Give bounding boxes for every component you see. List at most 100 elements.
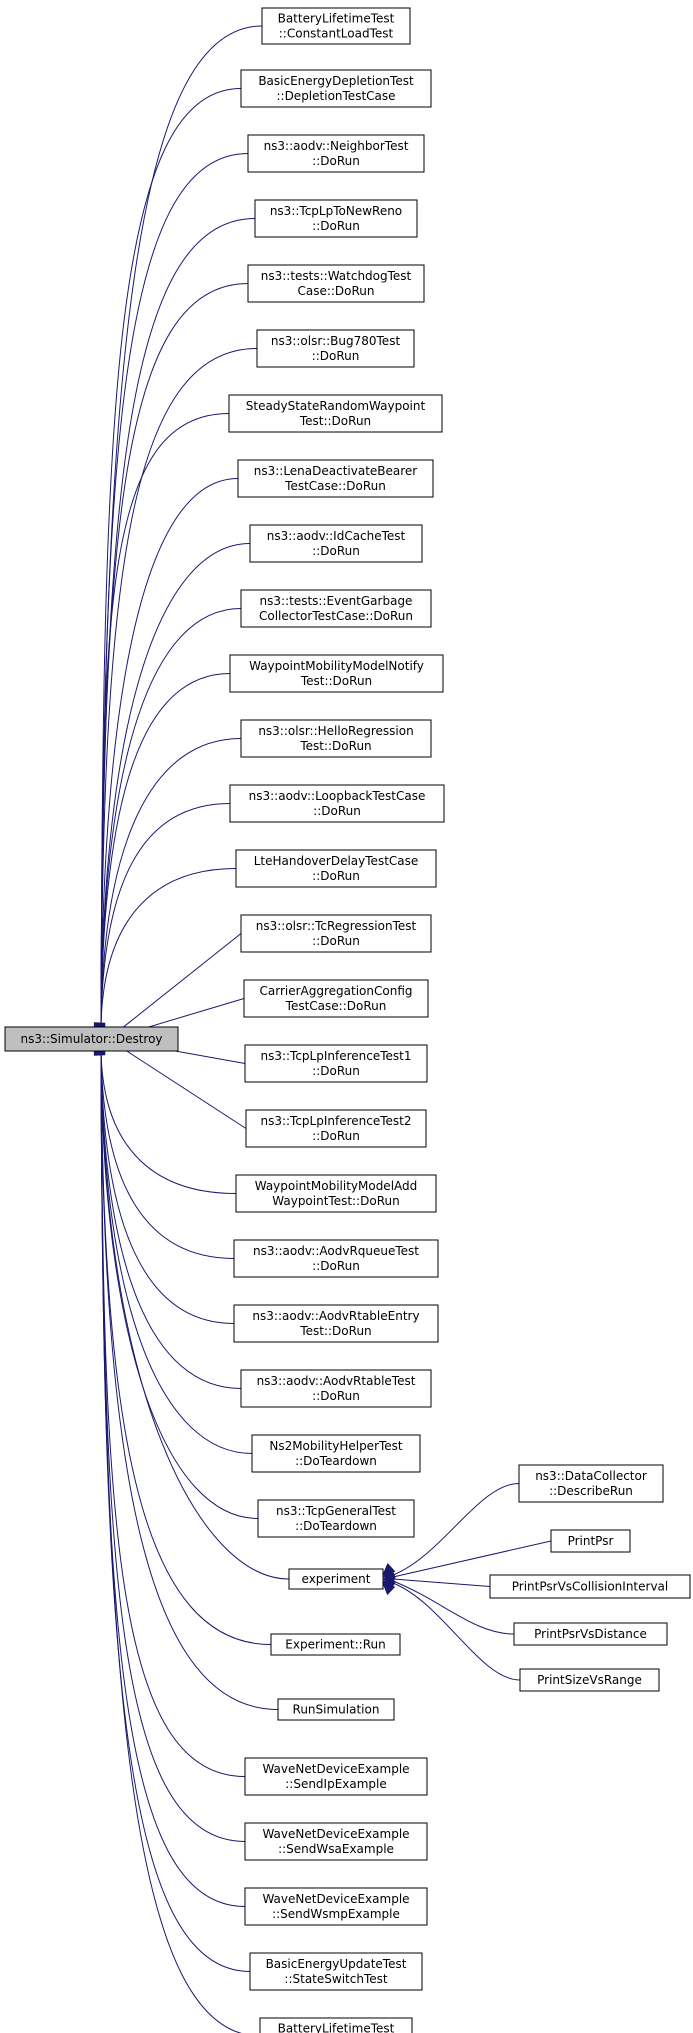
caller-ns2mobilityhelpertest-box [251, 1434, 421, 1473]
caller-aodv-aodvrqueuetest-edge [100, 1052, 235, 1259]
caller-steadystaterandomwaypoint-box [228, 394, 443, 433]
caller-eventgarbagecollector-label: ns3::tests::EventGarbage [260, 594, 413, 608]
caller-tcplpinferencetest1-box [244, 1044, 428, 1083]
caller-aodv-aodvrtableentry-box [233, 1304, 439, 1343]
caller-batterylifetime-constantload[interactable]: BatteryLifetimeTest::ConstantLoadTest [261, 7, 411, 45]
caller-runsimulation[interactable]: RunSimulation [277, 1698, 395, 1721]
caller-basicenergydepletion-edge [100, 88, 242, 1023]
caller-datacollector-describerun-label: ns3::DataCollector [535, 1469, 647, 1483]
caller-basicenergyupdate-box [249, 1952, 423, 1991]
caller-aodv-neighbortest[interactable]: ns3::aodv::NeighborTest::DoRun [247, 134, 425, 173]
caller-experiment-run-box [270, 1633, 401, 1656]
caller-wave-sendwsmpexample-box [244, 1887, 428, 1926]
caller-ns2mobilityhelpertest-edge [100, 1053, 253, 1454]
caller-basicenergydepletion-box [240, 69, 432, 108]
caller-carrieraggregationconfig-label: CarrierAggregationConfig [260, 984, 413, 998]
caller-aodv-idcachetest-box [249, 524, 423, 563]
caller-experiment[interactable]: experiment [288, 1568, 384, 1590]
caller-ns2mobilityhelpertest[interactable]: Ns2MobilityHelperTest::DoTeardown [251, 1434, 421, 1473]
root-node-simulator-destroy[interactable]: ns3::Simulator::Destroy [4, 1026, 179, 1052]
caller-aodv-aodvrtabletest[interactable]: ns3::aodv::AodvRtableTest::DoRun [240, 1369, 432, 1408]
caller-wave-sendipexample[interactable]: WaveNetDeviceExample::SendIpExample [244, 1757, 428, 1796]
caller-waypointmobilitymodeladd-label: WaypointTest::DoRun [272, 1194, 399, 1208]
caller-printpsrvscollisioninterval-edge [392, 1578, 491, 1587]
caller-ltehandoverdelay-label: ::DoRun [312, 869, 360, 883]
caller-watchdogtestcase-edge [100, 283, 249, 1024]
caller-lenadeactivatebearer-label: ns3::LenaDeactivateBearer [254, 464, 418, 478]
caller-tcplptonewreno-edge [100, 218, 256, 1023]
caller-aodv-idcachetest[interactable]: ns3::aodv::IdCacheTest::DoRun [249, 524, 423, 563]
caller-experiment-run[interactable]: Experiment::Run [270, 1633, 401, 1656]
caller-olsr-bug780test-label: ns3::olsr::Bug780Test [271, 334, 401, 348]
caller-batterylifetime-variableload[interactable]: BatteryLifetimeTest::VariableLoadTest [259, 2017, 413, 2033]
caller-wave-sendwsaexample-label: ::SendWsaExample [278, 1842, 394, 1856]
caller-printpsr-edge [392, 1540, 552, 1578]
caller-olsr-tcregressiontest-label: ::DoRun [312, 934, 360, 948]
caller-tcplptonewreno-label: ns3::TcpLpToNewReno [270, 204, 402, 218]
caller-tcplpinferencetest1-label: ::DoRun [312, 1064, 360, 1078]
caller-wave-sendwsaexample[interactable]: WaveNetDeviceExample::SendWsaExample [244, 1822, 428, 1861]
caller-watchdogtestcase-label: ns3::tests::WatchdogTest [261, 269, 412, 283]
caller-runsimulation-edge [100, 1054, 279, 1710]
caller-experiment-box [288, 1568, 384, 1590]
caller-batterylifetime-constantload-label: BatteryLifetimeTest [278, 12, 395, 26]
caller-tcplpinferencetest2-label: ::DoRun [312, 1129, 360, 1143]
root-node-simulator-destroy-label: ns3::Simulator::Destroy [20, 1032, 162, 1046]
caller-printpsrvsdistance[interactable]: PrintPsrVsDistance [513, 1622, 668, 1646]
caller-olsr-bug780test[interactable]: ns3::olsr::Bug780Test::DoRun [256, 329, 415, 368]
caller-eventgarbagecollector[interactable]: ns3::tests::EventGarbageCollectorTestCas… [240, 589, 432, 628]
caller-wave-sendipexample-box [244, 1757, 428, 1796]
caller-aodv-loopbacktestcase-box [229, 784, 445, 823]
caller-runsimulation-label: RunSimulation [293, 1703, 380, 1717]
caller-lenadeactivatebearer-box [237, 459, 434, 498]
caller-printpsrvsdistance-edge [392, 1580, 515, 1635]
caller-basicenergyupdate[interactable]: BasicEnergyUpdateTest::StateSwitchTest [249, 1952, 423, 1991]
caller-aodv-neighbortest-label: ns3::aodv::NeighborTest [264, 139, 409, 153]
caller-tcpgeneraltest[interactable]: ns3::TcpGeneralTest::DoTeardown [257, 1499, 415, 1538]
caller-printsizevsrange[interactable]: PrintSizeVsRange [519, 1668, 660, 1692]
caller-lenadeactivatebearer-label: TestCase::DoRun [284, 479, 386, 493]
caller-printsizevsrange-arrowhead [382, 1582, 396, 1596]
caller-aodv-neighbortest-box [247, 134, 425, 173]
caller-olsr-bug780test-box [256, 329, 415, 368]
caller-waypointmobilitymodeladd[interactable]: WaypointMobilityModelAddWaypointTest::Do… [235, 1174, 437, 1213]
caller-waypointmobilitymodelnotify-edge [100, 673, 231, 1026]
root-node-simulator-destroy-box [4, 1026, 179, 1052]
caller-aodv-idcachetest-label: ns3::aodv::IdCacheTest [267, 529, 406, 543]
caller-aodv-aodvrqueuetest[interactable]: ns3::aodv::AodvRqueueTest::DoRun [233, 1239, 439, 1278]
caller-aodv-aodvrtabletest-label: ns3::aodv::AodvRtableTest [257, 1374, 416, 1388]
caller-datacollector-describerun[interactable]: ns3::DataCollector::DescribeRun [518, 1464, 664, 1503]
caller-waypointmobilitymodeladd-label: WaypointMobilityModelAdd [255, 1179, 418, 1193]
caller-aodv-loopbacktestcase-edge [100, 803, 231, 1026]
caller-printpsrvscollisioninterval[interactable]: PrintPsrVsCollisionInterval [489, 1574, 691, 1599]
caller-wave-sendwsaexample-box [244, 1822, 428, 1861]
caller-tcpgeneraltest-box [257, 1499, 415, 1538]
caller-printpsrvsdistance-label: PrintPsrVsDistance [534, 1627, 647, 1641]
caller-wave-sendwsmpexample-edge [100, 1055, 246, 1907]
caller-printpsr-label: PrintPsr [568, 1534, 614, 1548]
caller-tcplpinferencetest1[interactable]: ns3::TcpLpInferenceTest1::DoRun [244, 1044, 428, 1083]
caller-steadystaterandomwaypoint-edge [100, 413, 230, 1024]
caller-aodv-aodvrtableentry-label: Test::DoRun [299, 1324, 371, 1338]
caller-tcplptonewreno[interactable]: ns3::TcpLpToNewReno::DoRun [254, 199, 418, 238]
caller-aodv-aodvrtabletest-edge [100, 1052, 242, 1389]
caller-tcplpinferencetest2[interactable]: ns3::TcpLpInferenceTest2::DoRun [245, 1109, 427, 1148]
caller-tcplptonewreno-label: ::DoRun [312, 219, 360, 233]
caller-printpsr[interactable]: PrintPsr [550, 1529, 631, 1553]
caller-aodv-loopbacktestcase[interactable]: ns3::aodv::LoopbackTestCase::DoRun [229, 784, 445, 823]
caller-olsr-tcregressiontest[interactable]: ns3::olsr::TcRegressionTest::DoRun [240, 914, 432, 953]
caller-aodv-aodvrtabletest-box [240, 1369, 432, 1408]
caller-tcplpinferencetest2-label: ns3::TcpLpInferenceTest2 [260, 1114, 411, 1128]
caller-aodv-neighbortest-label: ::DoRun [312, 154, 360, 168]
caller-olsr-helloregression-box [240, 719, 432, 758]
caller-wave-sendwsmpexample[interactable]: WaveNetDeviceExample::SendWsmpExample [244, 1887, 428, 1926]
caller-ltehandoverdelay[interactable]: LteHandoverDelayTestCase::DoRun [235, 849, 437, 888]
caller-basicenergydepletion[interactable]: BasicEnergyDepletionTest::DepletionTestC… [240, 69, 432, 108]
